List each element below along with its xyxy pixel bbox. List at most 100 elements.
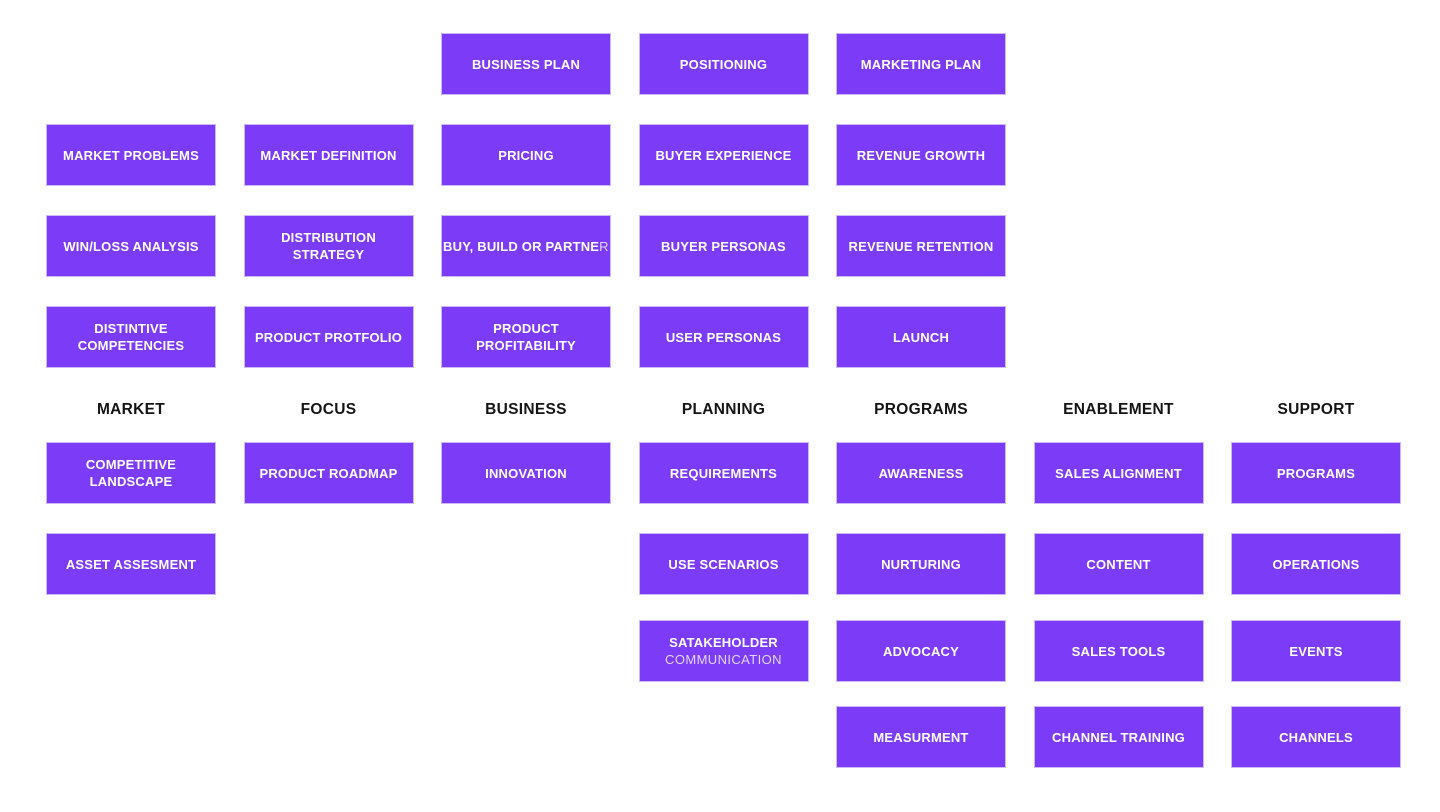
box-label: PRODUCT PROFITABILITY [476, 321, 576, 353]
box-label: PRODUCT PROTFOLIO [254, 329, 403, 345]
box-pricing: PRICING [441, 124, 611, 186]
box-label: ADVOCACY [883, 643, 959, 659]
box-label: MARKET PROBLEMS [63, 147, 199, 163]
box-label: SATAKEHOLDER [669, 635, 778, 650]
box-label: WIN/LOSS ANALYSIS [63, 238, 199, 254]
box-label-wrap: CONTENT [1035, 556, 1203, 573]
box-label-wrap: LAUNCH [837, 329, 1005, 346]
box-label: CHANNEL TRAINING [1052, 729, 1185, 745]
box-label: REVENUE RETENTION [848, 238, 994, 254]
box-label: MEASURMENT [873, 729, 969, 745]
box-buyer-experience: BUYER EXPERIENCE [638, 124, 809, 186]
box-label: NURTURING [881, 556, 961, 572]
column-header-business: BUSINESS [485, 401, 567, 418]
box-awareness: AWARENESS [836, 442, 1006, 504]
column-header-planning: PLANNING [681, 401, 766, 418]
box-label-wrap: PRODUCT PROFITABILITY [442, 320, 610, 354]
box-label-wrap: BUSINESS PLAN [442, 56, 610, 73]
box-content: CONTENT [1033, 533, 1204, 595]
box-label-wrap: DISTINTIVE COMPETENCIES [47, 320, 215, 354]
box-label: OPERATIONS [1272, 556, 1360, 572]
box-programs: PROGRAMS [1231, 442, 1401, 504]
column-header-enablement: ENABLEMENT [1063, 401, 1174, 418]
box-label: POSITIONING [679, 56, 768, 72]
box-market-problems: MARKET PROBLEMS [46, 124, 216, 186]
box-buy-build-or-partne: BUY, BUILD OR PARTNER [441, 215, 611, 277]
column-header-support: SUPPORT [1277, 401, 1355, 418]
box-label: BUY, BUILD OR PARTNE [443, 238, 600, 254]
box-positioning: POSITIONING [638, 33, 809, 95]
box-measurment: MEASURMENT [836, 706, 1006, 768]
box-advocacy: ADVOCACY [836, 620, 1006, 682]
box-label: CONTENT [1086, 556, 1151, 572]
box-label: PROGRAMS [1276, 465, 1356, 481]
box-market-definition: MARKET DEFINITION [243, 124, 414, 186]
box-label-wrap: MARKET DEFINITION [245, 147, 413, 164]
box-label-wrap: COMPETITIVE LANDSCAPE [47, 456, 215, 490]
box-requirements: REQUIREMENTS [638, 442, 809, 504]
box-label: EVENTS [1289, 643, 1343, 659]
box-label-wrap: BUY, BUILD OR PARTNER [442, 238, 610, 255]
box-label-wrap: REVENUE RETENTION [837, 238, 1005, 255]
box-label: ASSET ASSESMENT [65, 556, 197, 572]
box-revenue-growth: REVENUE GROWTH [836, 124, 1006, 186]
box-events: EVENTS [1231, 620, 1401, 682]
box-label: DISTINTIVE COMPETENCIES [77, 321, 185, 353]
column-header-programs: PROGRAMS [874, 401, 968, 418]
box-use-scenarios: USE SCENARIOS [638, 533, 809, 595]
box-product-protfolio: PRODUCT PROTFOLIO [243, 306, 414, 368]
box-label: SALES TOOLS [1071, 643, 1166, 659]
box-satakeholder: SATAKEHOLDER COMMUNICATION [638, 620, 809, 682]
box-product-profitability: PRODUCT PROFITABILITY [441, 306, 611, 368]
box-label-wrap: SATAKEHOLDER COMMUNICATION [640, 634, 808, 668]
box-label: REVENUE GROWTH [856, 147, 986, 163]
box-asset-assesment: ASSET ASSESMENT [46, 533, 216, 595]
box-nurturing: NURTURING [836, 533, 1006, 595]
box-label: MARKETING PLAN [860, 56, 982, 72]
box-label-wrap: PROGRAMS [1232, 465, 1400, 482]
box-label: INNOVATION [485, 465, 567, 481]
box-label-wrap: AWARENESS [837, 465, 1005, 482]
box-label-wrap: NURTURING [837, 556, 1005, 573]
box-label: SALES ALIGNMENT [1055, 465, 1182, 481]
box-label-wrap: PRODUCT ROADMAP [245, 465, 413, 482]
box-sales-tools: SALES TOOLS [1033, 620, 1204, 682]
box-distribution-strategy: DISTRIBUTION STRATEGY [243, 215, 414, 277]
box-label: USER PERSONAS [665, 329, 782, 345]
box-label-wrap: CHANNEL TRAINING [1035, 729, 1203, 746]
box-label-wrap: SALES ALIGNMENT [1035, 465, 1203, 482]
box-label-wrap: ASSET ASSESMENT [47, 556, 215, 573]
box-label-wrap: USE SCENARIOS [640, 556, 808, 573]
box-label-wrap: CHANNELS [1232, 729, 1400, 746]
box-win-loss-analysis: WIN/LOSS ANALYSIS [46, 215, 216, 277]
box-label: AWARENESS [878, 465, 964, 481]
box-label-wrap: EVENTS [1232, 643, 1400, 660]
box-label-wrap: DISTRIBUTION STRATEGY [245, 229, 413, 263]
box-label-wrap: WIN/LOSS ANALYSIS [47, 238, 215, 255]
box-label-wrap: REVENUE GROWTH [837, 147, 1005, 164]
box-operations: OPERATIONS [1231, 533, 1401, 595]
box-channels: CHANNELS [1231, 706, 1401, 768]
box-label-wrap: BUYER EXPERIENCE [640, 147, 808, 164]
box-label: BUYER EXPERIENCE [655, 147, 792, 163]
box-label-wrap: MARKETING PLAN [837, 56, 1005, 73]
box-label-wrap: MEASURMENT [837, 729, 1005, 746]
box-label-wrap: SALES TOOLS [1035, 643, 1203, 660]
box-distintive-competencies: DISTINTIVE COMPETENCIES [46, 306, 216, 368]
box-innovation: INNOVATION [441, 442, 611, 504]
box-label: BUSINESS PLAN [471, 56, 581, 72]
box-launch: LAUNCH [836, 306, 1006, 368]
box-competitive-landscape: COMPETITIVE LANDSCAPE [46, 442, 216, 504]
box-label: PRICING [498, 147, 554, 163]
box-channel-training: CHANNEL TRAINING [1033, 706, 1204, 768]
box-label: MARKET DEFINITION [260, 147, 397, 163]
box-label: LAUNCH [892, 329, 950, 345]
box-buyer-personas: BUYER PERSONAS [638, 215, 809, 277]
box-label-light: COMMUNICATION [665, 652, 782, 667]
box-user-personas: USER PERSONAS [638, 306, 809, 368]
box-sales-alignment: SALES ALIGNMENT [1033, 442, 1204, 504]
column-header-market: MARKET [96, 401, 166, 418]
box-label: BUYER PERSONAS [661, 238, 786, 254]
box-label-light: R [599, 238, 609, 254]
